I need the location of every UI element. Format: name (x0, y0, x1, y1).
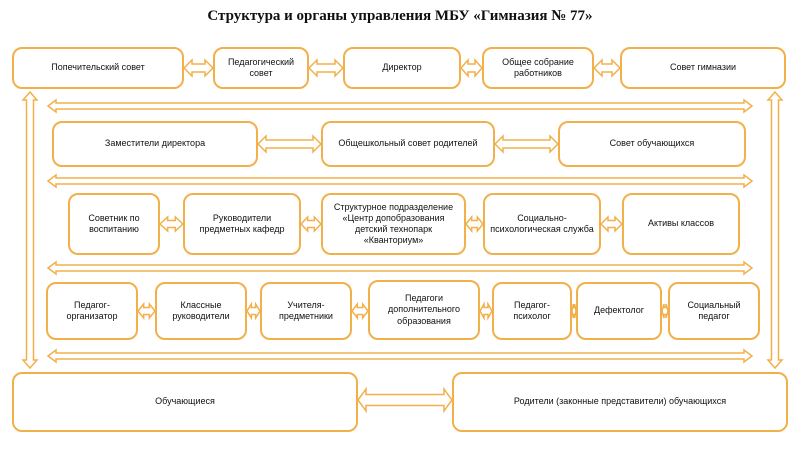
row1-arrow-4 (592, 58, 622, 78)
box-label: Попечительский совет (51, 62, 145, 73)
band-arrow-3 (46, 260, 754, 276)
row1-arrow-3 (460, 58, 483, 78)
band-arrow-4 (46, 348, 754, 364)
box-obuchayushchiesya: Обучающиеся (12, 372, 358, 432)
box-obshcheshkolny-sovet: Общешкольный совет родителей (321, 121, 495, 167)
box-defektolog: Дефектолог (576, 282, 662, 340)
row3-arrow-4 (599, 215, 624, 233)
box-label: Совет гимназии (669, 62, 737, 73)
box-sovet-obuchayushchikhsya: Совет обучающихся (558, 121, 746, 167)
left-vertical-arrow (21, 90, 39, 370)
band-arrow-1 (46, 98, 754, 114)
box-label: Дефектолог (593, 305, 645, 316)
box-strukturnoe-podrazdelenie: Структурное подразделение «Центр допобра… (321, 193, 466, 255)
row3-arrow-2 (299, 215, 323, 233)
box-label: Родители (законные представители) обучаю… (513, 396, 727, 407)
box-label: Заместители директора (104, 138, 206, 149)
row4-arrow-2 (246, 301, 261, 321)
box-roditeli: Родители (законные представители) обучаю… (452, 372, 788, 432)
band-arrow-2 (46, 173, 754, 189)
box-label: Структурное подразделение «Центр допобра… (333, 201, 454, 246)
box-rukovoditeli-kafedr: Руководители предметных кафедр (183, 193, 301, 255)
box-uchitelya-predmetniki: Учителя-предметники (260, 282, 352, 340)
right-vertical-arrow (766, 90, 784, 370)
box-label: Педагоги дополнительного образования (388, 293, 460, 326)
box-label: Классные руководители (172, 299, 230, 321)
row3-arrow-1 (158, 215, 185, 233)
box-label: Совет обучающихся (609, 138, 695, 149)
box-pedagog-psikholog: Педагог-психолог (492, 282, 572, 340)
box-label: Руководители предметных кафедр (199, 212, 285, 234)
box-popechitelsky-sovet: Попечительский совет (12, 47, 184, 89)
box-label: Общешкольный совет родителей (338, 138, 478, 149)
box-label: Директор (382, 62, 422, 73)
box-obshchee-sobranie: Общее собрание работников (482, 47, 594, 89)
box-label: Педагогический совет (227, 56, 295, 78)
box-label: Учителя-предметники (279, 299, 333, 321)
row1-arrow-1 (182, 58, 215, 78)
row4-arrow-3 (351, 301, 369, 321)
box-direktor: Директор (343, 47, 461, 89)
box-label: Педагог-организатор (66, 299, 118, 321)
row1-arrow-2 (307, 58, 345, 78)
box-label: Обучающиеся (155, 396, 215, 407)
box-pedagog-organizator: Педагог-организатор (46, 282, 138, 340)
box-sovet-gimnazii: Совет гимназии (620, 47, 786, 89)
row4-arrow-4 (479, 301, 493, 321)
box-sotsialno-psikhologicheskaya: Социально-психологическая служба (483, 193, 601, 255)
box-zamestiteli-direktora: Заместители директора (52, 121, 258, 167)
box-aktivy-klassov: Активы классов (622, 193, 740, 255)
row5-arrow (357, 386, 453, 414)
box-label: Общее собрание работников (502, 56, 574, 78)
box-label: Социальный педагог (687, 299, 741, 321)
box-pedagogichesky-sovet: Педагогический совет (213, 47, 309, 89)
box-label: Педагог-психолог (513, 299, 551, 321)
box-sovetnik-po-vospitaniyu: Советник по воспитанию (68, 193, 160, 255)
row4-arrow-1 (137, 301, 156, 321)
box-label: Активы классов (647, 218, 715, 229)
box-label: Социально-психологическая служба (490, 212, 594, 234)
row2-arrow-2 (493, 134, 560, 154)
row3-arrow-3 (465, 214, 484, 234)
row2-arrow-1 (256, 134, 323, 154)
box-label: Советник по воспитанию (88, 212, 140, 234)
box-klassnye-rukovoditeli: Классные руководители (155, 282, 247, 340)
box-sotsialny-pedagog: Социальный педагог (668, 282, 760, 340)
diagram-title: Структура и органы управления МБУ «Гимна… (207, 8, 593, 24)
box-pedagogi-dopobrazovaniya: Педагоги дополнительного образования (368, 280, 480, 340)
